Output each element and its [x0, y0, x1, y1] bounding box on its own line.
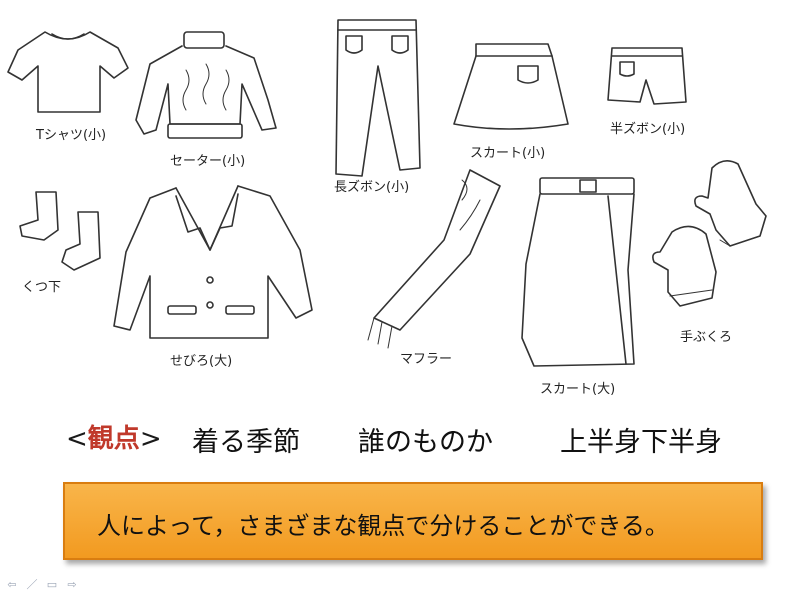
suit-jacket-drawing	[113, 185, 313, 339]
conclusion-text: 人によって，さまざまな観点で分けることができる。	[97, 512, 669, 540]
muffler-label: マフラー	[400, 352, 453, 367]
conclusion-box: 人によって，さまざまな観点で分けることができる。	[63, 482, 763, 560]
viewpoint-line: <観点> 着る季節 誰のものか 上半身下半身	[66, 414, 786, 464]
arrow-left-icon[interactable]: ⇦	[7, 578, 17, 591]
pen-icon[interactable]: ／	[26, 578, 38, 591]
clothing-illustration	[7, 19, 767, 367]
gloves-label: 手ぶくろ	[680, 330, 733, 345]
long-skirt-label: スカート(大)	[540, 382, 616, 397]
socks-drawing	[19, 191, 101, 271]
tshirt-label: Tシャツ(小)	[36, 128, 107, 143]
shorts-label: 半ズボン(小)	[610, 122, 686, 137]
viewpoint-body-part: 上半身下半身	[560, 427, 722, 458]
small-skirt-drawing	[453, 43, 569, 130]
small-skirt-label: スカート(小)	[470, 146, 546, 161]
gloves-drawing	[652, 160, 767, 307]
muffler-drawing	[367, 169, 501, 349]
viewpoint-owner: 誰のものか	[358, 427, 493, 458]
long-pants-drawing	[335, 19, 421, 177]
shorts-drawing	[607, 47, 687, 105]
socks-label: くつ下	[22, 280, 62, 295]
viewpoint-season: 着る季節	[192, 427, 300, 458]
sweater-drawing	[135, 31, 277, 139]
viewpoint-label: <観点>	[66, 424, 162, 454]
tshirt-drawing	[7, 31, 129, 113]
arrow-right-icon[interactable]: ⇨	[67, 578, 77, 591]
long-skirt-drawing	[521, 177, 635, 367]
long-pants-label: 長ズボン(小)	[334, 180, 410, 195]
suit-label: せびろ(大)	[170, 354, 233, 369]
viewpoint-word: 観点	[87, 424, 140, 454]
slides-icon[interactable]: ▭	[46, 578, 58, 591]
slide-nav-bar: ⇦ ／ ▭ ⇨	[6, 578, 78, 592]
sweater-label: セーター(小)	[170, 154, 246, 169]
